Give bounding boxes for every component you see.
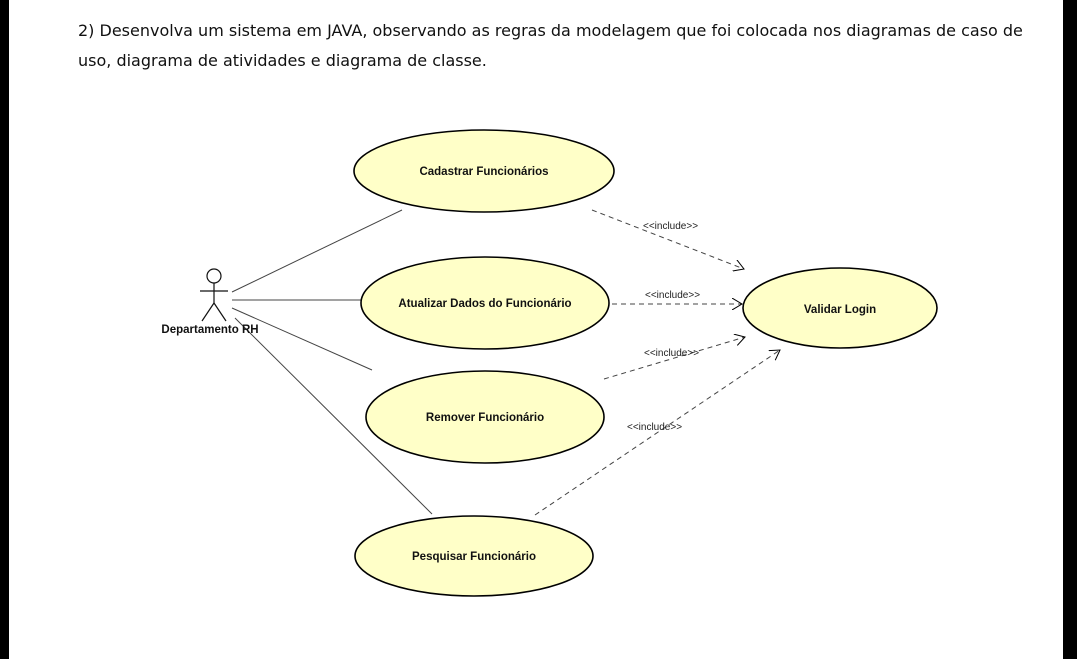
include-line-pesquisar: [534, 350, 780, 516]
usecase-validar-label: Validar Login: [804, 304, 876, 316]
include-label-cadastrar: <<include>>: [643, 221, 698, 232]
usecase-pesquisar-label: Pesquisar Funcionário: [412, 551, 536, 563]
usecase-pesquisar: Pesquisar Funcionário: [354, 515, 594, 597]
left-border: [0, 0, 9, 659]
include-label-atualizar: <<include>>: [645, 290, 700, 301]
usecase-validar-login: Validar Login: [742, 267, 938, 349]
usecase-atualizar: Atualizar Dados do Funcionário: [360, 256, 610, 350]
include-line-remover: [603, 337, 745, 380]
association-pesquisar: [234, 317, 433, 515]
actor-label: Departamento RH: [161, 324, 258, 336]
association-cadastrar: [231, 209, 403, 293]
association-remover: [231, 307, 373, 371]
usecase-cadastrar: Cadastrar Funcionários: [353, 129, 615, 213]
usecase-cadastrar-label: Cadastrar Funcionários: [419, 166, 548, 178]
question-text: 2) Desenvolva um sistema em JAVA, observ…: [78, 21, 1023, 70]
usecase-atualizar-label: Atualizar Dados do Funcionário: [398, 298, 571, 310]
include-line-cadastrar: [591, 209, 744, 269]
include-label-remover: <<include>>: [644, 348, 699, 359]
include-label-pesquisar: <<include>>: [627, 422, 682, 433]
right-border: [1063, 0, 1077, 659]
usecase-remover-label: Remover Funcionário: [426, 412, 544, 424]
actor-stick-figure-icon: [200, 268, 228, 322]
usecase-remover: Remover Funcionário: [365, 370, 605, 464]
